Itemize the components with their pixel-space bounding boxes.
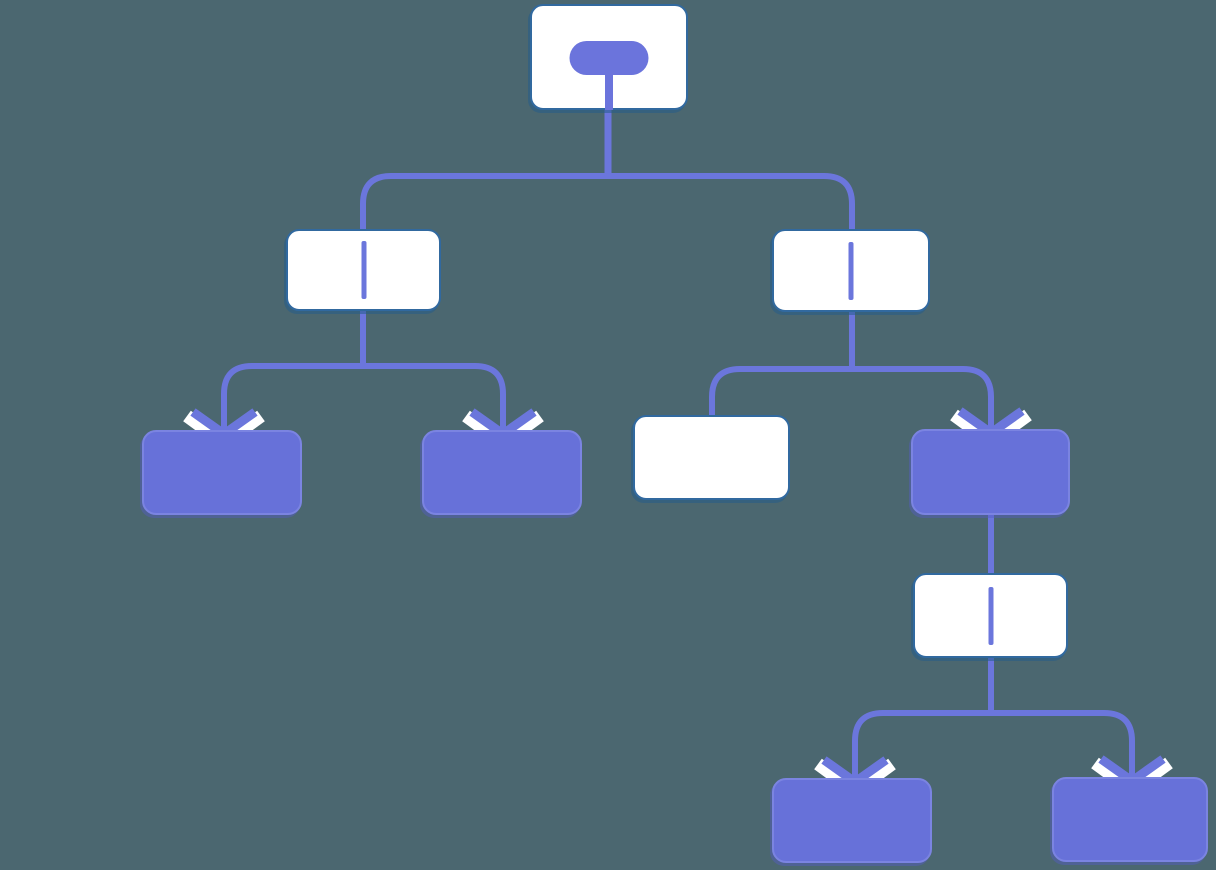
empty-node[interactable]	[633, 415, 790, 500]
branch-node-1[interactable]	[286, 229, 441, 311]
edge-junction-4-fork	[852, 710, 1135, 782]
edge-junction-2-fork	[221, 363, 506, 434]
leaf-node-5[interactable]	[1052, 777, 1208, 862]
root-node[interactable]	[530, 4, 688, 110]
root-stem-line	[605, 73, 613, 110]
pass-through-line	[848, 241, 854, 300]
leaf-node-2[interactable]	[422, 430, 582, 515]
pass-through-line	[988, 586, 993, 645]
leaf-node-4[interactable]	[772, 778, 932, 863]
edge-junction-1-fork	[360, 173, 855, 229]
branch-node-3[interactable]	[913, 573, 1068, 658]
branch-node-2[interactable]	[772, 229, 930, 312]
root-pill-icon	[569, 41, 649, 75]
leaf-node-3[interactable]	[911, 429, 1070, 515]
pass-through-line	[361, 241, 366, 299]
leaf-node-1[interactable]	[142, 430, 302, 515]
